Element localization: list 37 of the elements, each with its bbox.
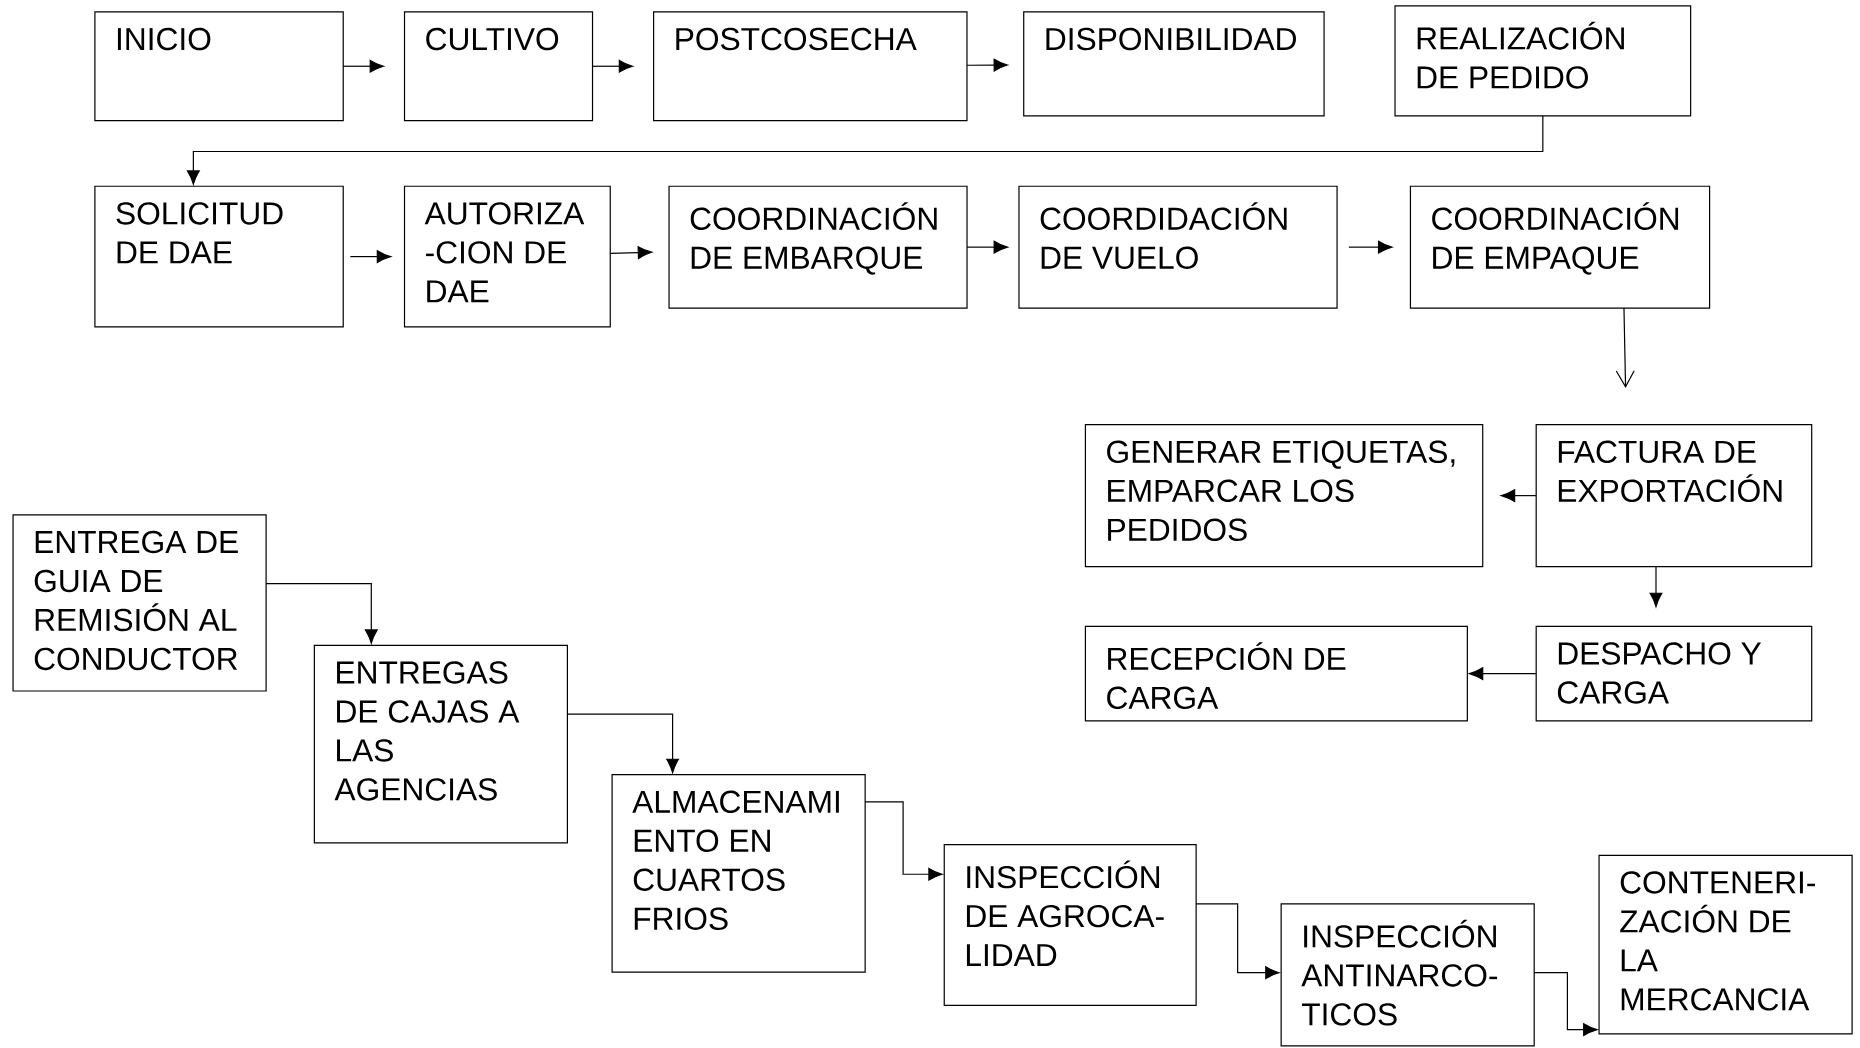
process-box: DESPACHO Y CARGA: [1535, 625, 1813, 722]
process-box: RECEPCIÓN DE CARGA: [1084, 625, 1468, 722]
process-box: INICIO: [94, 11, 344, 122]
process-box: CONTENERI- ZACIÓN DE LA MERCANCIA: [1598, 854, 1853, 1035]
process-box: CULTIVO: [403, 11, 594, 122]
arrow: [342, 59, 385, 73]
arrow: [186, 115, 1544, 185]
process-box: INSPECCIÓN DE AGROCA- LIDAD: [943, 844, 1197, 1006]
arrow: [265, 583, 378, 644]
process-box: ENTREGA DE GUIA DE REMISIÓN AL CONDUCTOR: [12, 514, 267, 692]
arrow: [864, 801, 943, 881]
process-box: AUTORIZA -CION DE DAE: [403, 185, 611, 328]
process-box: GENERAR ETIQUETAS, EMPARCAR LOS PEDIDOS: [1084, 424, 1484, 568]
arrow: [1649, 565, 1663, 608]
process-box: COORDINACIÓN DE EMBARQUE: [668, 185, 968, 309]
process-box: FACTURA DE EXPORTACIÓN: [1535, 424, 1813, 568]
arrow: [1195, 903, 1280, 980]
arrow: [609, 246, 653, 260]
arrow: [1500, 489, 1537, 503]
process-box: COORDINACIÓN DE EMPAQUE: [1409, 185, 1711, 309]
process-box: ALMACENAMI ENTO EN CUARTOS FRIOS: [611, 774, 866, 973]
arrow: [1533, 972, 1598, 1037]
arrow: [349, 250, 392, 264]
process-box: DISPONIBILIDAD: [1023, 11, 1325, 117]
process-box: REALIZACIÓN DE PEDIDO: [1394, 5, 1692, 117]
arrow: [966, 240, 1008, 254]
process-box: POSTCOSECHA: [653, 11, 968, 122]
process-box: SOLICITUD DE DAE: [94, 185, 344, 328]
arrow: [591, 59, 634, 73]
process-box: ENTREGAS DE CAJAS A LAS AGENCIAS: [313, 644, 568, 844]
arrow: [1468, 667, 1537, 681]
arrow: [1615, 307, 1635, 389]
arrow: [566, 713, 680, 774]
arrow: [1348, 240, 1393, 254]
process-box: COORDIDACIÓN DE VUELO: [1018, 185, 1338, 309]
process-box: INSPECCIÓN ANTINARCO- TICOS: [1280, 903, 1535, 1047]
arrow: [966, 58, 1008, 72]
